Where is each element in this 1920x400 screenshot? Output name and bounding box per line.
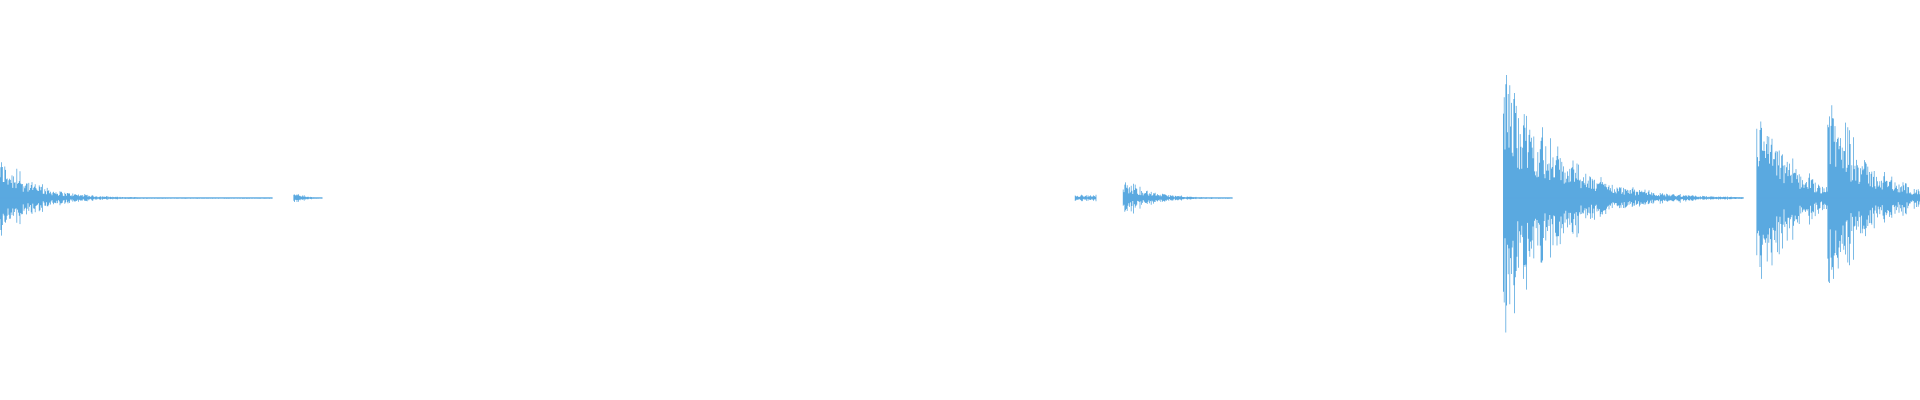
waveform-segment-7	[1827, 105, 1920, 283]
waveform-segment-6	[1756, 121, 1828, 279]
waveform-segment-2	[293, 194, 323, 202]
waveform-trace	[1756, 121, 1828, 279]
waveform-segment-5	[1503, 75, 1744, 333]
waveform-trace	[1503, 75, 1744, 333]
waveform-trace	[1827, 105, 1920, 283]
waveform-segment-3	[1074, 194, 1097, 202]
waveform-trace	[0, 162, 273, 236]
waveform-segment-4	[1122, 182, 1233, 214]
waveform-segment-1	[0, 162, 273, 236]
